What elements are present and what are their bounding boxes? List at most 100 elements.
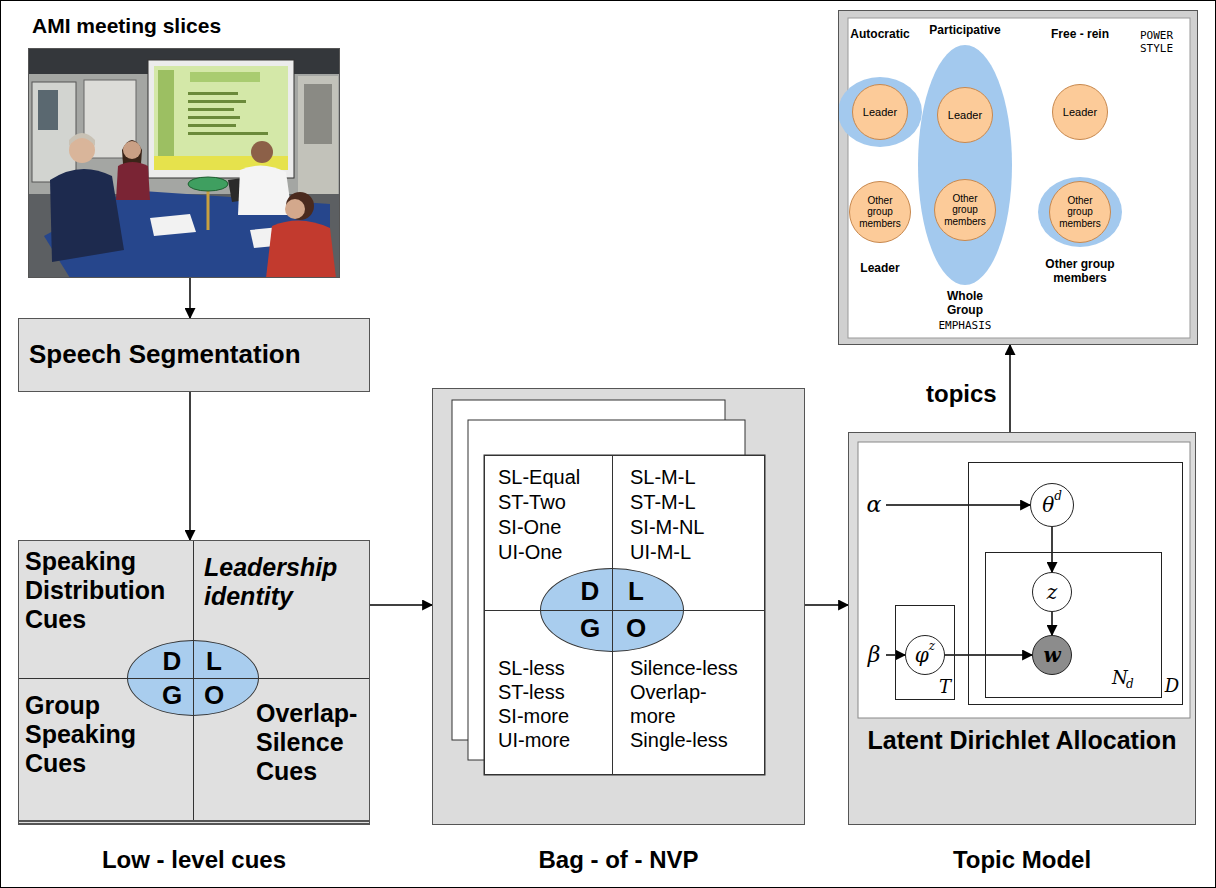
quadrant-letter: D [570, 576, 610, 606]
quadrant-letter: G [570, 613, 610, 643]
role-circle: Other group members [934, 179, 996, 241]
node-text: SI-more [498, 704, 612, 728]
flow-arrow [1009, 345, 1011, 432]
node-text: Leadership identity [204, 553, 367, 611]
emphasis-ellipse [838, 77, 922, 147]
node-text: N [1112, 668, 1126, 689]
photo-shelf-item [304, 84, 332, 144]
photo-device-stand [207, 186, 210, 230]
process-box: Speech Segmentation [18, 318, 370, 392]
photo-base [28, 48, 340, 278]
hyperparameter: β [862, 639, 886, 671]
flow-arrow [886, 504, 1030, 506]
photo-head [123, 141, 141, 159]
node-text: UI-M-L [630, 540, 764, 565]
photo-device [188, 177, 228, 191]
node-text: z [929, 640, 935, 654]
text-area: w [1033, 636, 1071, 674]
plate-box: DθdNdzw [968, 462, 1183, 705]
node-text: SL-M-L [630, 465, 764, 490]
variable-circle: θd [1030, 483, 1074, 527]
panel-ground [848, 432, 1196, 825]
flow-arrow [189, 392, 191, 540]
node-text: Leader [863, 106, 897, 119]
flow-arrow [370, 604, 432, 606]
emphasis-ellipse [918, 45, 1012, 285]
node-text: Speaking Distribution Cues [25, 547, 191, 633]
power-style-panel: AutocraticParticipativeFree - reinPOWER … [838, 10, 1198, 345]
photo-slide-lines [188, 92, 268, 135]
node-text: SI-One [498, 515, 612, 540]
photo-board [32, 82, 76, 182]
edge-label: topics [926, 380, 997, 408]
quadrant-letter: G [152, 680, 192, 710]
node-text: θ [1042, 494, 1054, 517]
node-text: Overlap-more [630, 680, 707, 728]
node-text: Leader [948, 109, 982, 122]
role-circle: Other group members [1049, 181, 1111, 243]
node-text: β [868, 642, 881, 667]
node-text: Whole Group [935, 290, 995, 318]
photo-head [251, 141, 273, 163]
role-circle: Other group members [849, 181, 911, 243]
nvp-panel: Bag - of - NVPSL-EqualST-TwoSI-OneUI-One… [432, 388, 805, 825]
photo-person [116, 162, 150, 200]
photo-hair [286, 192, 314, 220]
node-text: d [1126, 678, 1136, 692]
node-text: ST-Two [498, 490, 612, 515]
node-text: Other group members [1035, 258, 1125, 286]
node-text: Other group members [855, 195, 905, 230]
node-text: SL-Equal [498, 465, 612, 490]
flow-arrow [189, 278, 191, 318]
quadrant-letter: O [194, 680, 234, 710]
node-text: T [938, 677, 952, 698]
text-area: Other group members [1050, 182, 1110, 242]
node-text: EMPHASIS [915, 320, 1015, 333]
node-text: AMI meeting slices [32, 14, 332, 38]
photo-person [266, 220, 336, 278]
photo-poster [38, 90, 58, 130]
role-circle: Leader [1052, 84, 1108, 140]
panel-ground [432, 388, 805, 825]
node-text: α [867, 492, 882, 517]
node-text: SL-less [498, 656, 612, 680]
text-area: Leader [1053, 85, 1107, 139]
node-text: d [1054, 490, 1062, 504]
photo-slide-title [190, 72, 260, 82]
plate-box: Nd z w [985, 552, 1162, 698]
photo-person [238, 165, 292, 215]
variable-circle: z [1032, 572, 1072, 612]
hyperparameter: α [862, 489, 886, 521]
node-text: Latent Dirichlet Allocation [848, 726, 1196, 755]
node-text: Leader [1063, 106, 1097, 119]
topic-model-ground [848, 432, 1196, 825]
node-text: ST-M-L [630, 490, 764, 515]
text-area: Leader [853, 85, 907, 139]
dlgo-ellipse: DLGO [540, 568, 684, 652]
photo-paper [150, 214, 196, 236]
text-area: β [862, 639, 886, 671]
emphasis-ellipse [1038, 177, 1122, 247]
node-text: D [1164, 676, 1180, 697]
node-text: Overlap-Silence Cues [256, 699, 367, 785]
node-text: Topic Model [848, 846, 1196, 874]
text-area: z [1033, 573, 1071, 611]
role-circle: Leader [852, 84, 908, 140]
meeting-photo [28, 48, 340, 278]
quadrant-letter: D [152, 646, 192, 676]
quadrant-letter: O [616, 613, 656, 643]
flow-arrow [1051, 612, 1053, 635]
text-area: α [862, 489, 886, 521]
plate-box: Tφz [895, 605, 955, 700]
figure-area [848, 18, 1190, 338]
photo-hair [69, 133, 95, 146]
node-text: z [1047, 581, 1058, 604]
node-text: Silence-less [630, 656, 764, 680]
flow-arrow [805, 604, 848, 606]
node-text: Single-less [630, 728, 764, 752]
node-text: Autocratic [845, 28, 915, 42]
panel-ground [838, 10, 1198, 345]
cue-panel: Low - level cuesSpeaking Distribution Cu… [18, 540, 370, 825]
text-area: θd [1031, 484, 1073, 526]
